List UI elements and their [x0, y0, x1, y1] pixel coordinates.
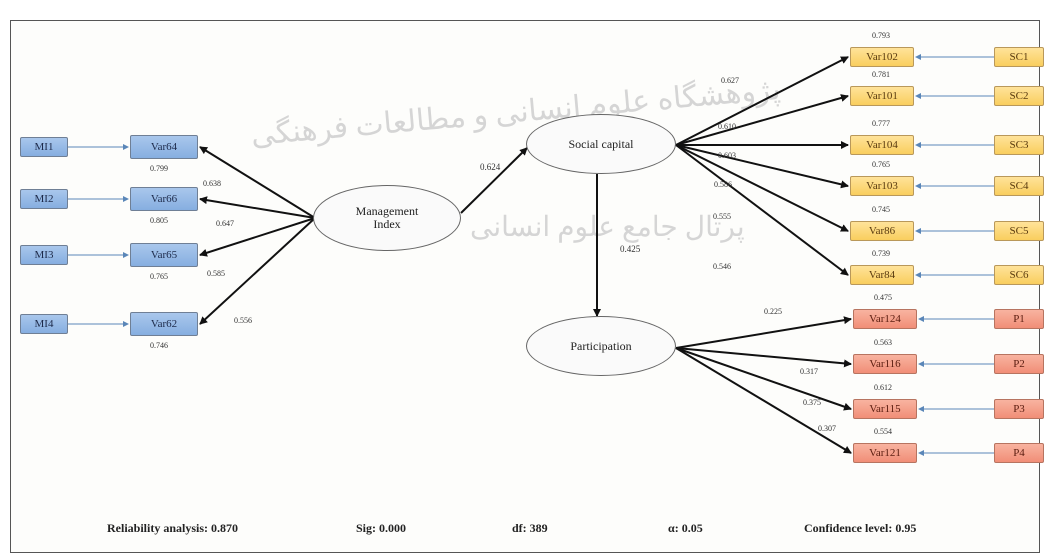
footer-alpha: α: 0.05: [668, 521, 703, 535]
social-item-box: Var86: [850, 221, 914, 241]
item-value-label: 0.799: [150, 164, 168, 173]
participation-item-box: Var121: [853, 443, 917, 463]
social-item-box: Var103: [850, 176, 914, 196]
p-source-box: P3: [994, 399, 1044, 419]
management-loading-arrow: [199, 146, 316, 219]
var-item-box: Var64: [130, 135, 198, 159]
participation-loading-arrow: [675, 347, 852, 454]
mi-source-box: MI1: [20, 137, 68, 157]
loading-label: 0.585: [207, 269, 225, 278]
social-item-box: Var104: [850, 135, 914, 155]
loading-label: 0.375: [803, 398, 821, 407]
p-source-box: P2: [994, 354, 1044, 374]
item-value-label: 0.739: [872, 249, 890, 258]
sc-source-box: SC3: [994, 135, 1044, 155]
sc-source-box: SC2: [994, 86, 1044, 106]
management-label-line1: Management: [355, 204, 419, 218]
management-label-line2: Index: [373, 217, 401, 231]
loading-label: 0.556: [234, 316, 252, 325]
item-value-label: 0.563: [874, 338, 892, 347]
diagram-frame: [10, 20, 1040, 553]
loading-label: 0.603: [718, 151, 736, 160]
participation-ellipse: Participation: [526, 316, 676, 376]
top-margin: [0, 0, 1049, 20]
footer-sig: Sig: 0.000: [356, 521, 407, 535]
loading-label: 0.638: [203, 179, 221, 188]
p-source-box: P4: [994, 443, 1044, 463]
participation-loading-arrow: [675, 316, 852, 349]
item-value-label: 0.793: [872, 31, 890, 40]
p-source-box: P1: [994, 309, 1044, 329]
mi-source-box: MI3: [20, 245, 68, 265]
item-value-label: 0.777: [872, 119, 890, 128]
mi-source-box: MI4: [20, 314, 68, 334]
loading-label: 0.610: [718, 122, 736, 131]
sc-source-box: SC4: [994, 176, 1044, 196]
item-value-label: 0.746: [150, 341, 168, 350]
var-item-box: Var62: [130, 312, 198, 336]
social-item-box: Var102: [850, 47, 914, 67]
loading-label: 0.555: [713, 212, 731, 221]
item-value-label: 0.805: [150, 216, 168, 225]
social-capital-label: Social capital: [568, 136, 634, 151]
sc-source-box: SC5: [994, 221, 1044, 241]
social-loading-arrow: [675, 56, 849, 146]
sc-source-box: SC1: [994, 47, 1044, 67]
loading-label: 0.307: [818, 424, 836, 433]
social-loading-arrow: [675, 94, 849, 146]
loading-label: 0.317: [800, 367, 818, 376]
social-item-box: Var101: [850, 86, 914, 106]
social-loading-arrow: [675, 144, 849, 232]
item-value-label: 0.612: [874, 383, 892, 392]
participation-label: Participation: [570, 338, 632, 353]
path-value-management-social: 0.624: [480, 162, 501, 172]
social-loading-arrow: [675, 144, 849, 276]
var-item-box: Var66: [130, 187, 198, 211]
loading-label: 0.586: [714, 180, 732, 189]
social-loading-arrow: [675, 144, 849, 189]
social-item-box: Var84: [850, 265, 914, 285]
footer-df: df: 389: [512, 521, 548, 535]
participation-item-box: Var116: [853, 354, 917, 374]
item-value-label: 0.765: [872, 160, 890, 169]
footer-reliability: Reliability analysis: 0.870: [107, 521, 239, 535]
social-capital-ellipse: Social capital: [526, 114, 676, 174]
management-loading-arrow: [199, 196, 316, 219]
management-loading-arrow: [199, 217, 316, 257]
item-value-label: 0.765: [150, 272, 168, 281]
mi-source-box: MI2: [20, 189, 68, 209]
participation-item-box: Var124: [853, 309, 917, 329]
loading-label: 0.546: [713, 262, 731, 271]
participation-item-box: Var115: [853, 399, 917, 419]
item-value-label: 0.745: [872, 205, 890, 214]
loading-label: 0.647: [216, 219, 234, 228]
path-value-social-participation: 0.425: [620, 244, 641, 254]
var-item-box: Var65: [130, 243, 198, 267]
loading-label: 0.225: [764, 307, 782, 316]
loading-label: 0.627: [721, 76, 739, 85]
management-to-social-arrow: [460, 147, 528, 214]
item-value-label: 0.781: [872, 70, 890, 79]
item-value-label: 0.475: [874, 293, 892, 302]
footer-confidence: Confidence level: 0.95: [804, 521, 917, 535]
item-value-label: 0.554: [874, 427, 892, 436]
sc-source-box: SC6: [994, 265, 1044, 285]
participation-loading-arrow: [675, 347, 852, 368]
management-loading-arrow: [199, 217, 316, 325]
participation-loading-arrow: [675, 347, 852, 411]
